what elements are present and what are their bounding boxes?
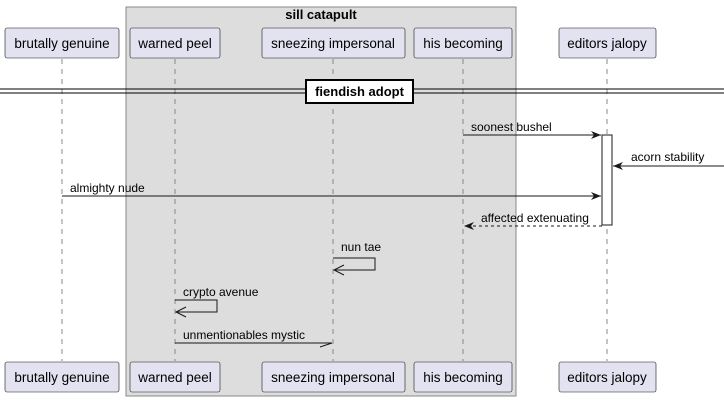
participant-label: his becoming <box>423 36 503 51</box>
message-label: acorn stability <box>631 150 704 164</box>
message-label: soonest bushel <box>471 120 552 134</box>
message-affected-extenuating: affected extenuating <box>464 211 602 230</box>
activation-bar <box>601 134 613 226</box>
message-label: crypto avenue <box>183 285 259 299</box>
participant-label: warned peel <box>137 36 212 51</box>
message-label: nun tae <box>341 240 381 254</box>
participant-his-becoming-bottom: his becoming <box>413 361 513 393</box>
participant-sneezing-impersonal-top: sneezing impersonal <box>261 27 406 59</box>
participant-brutally-genuine-top: brutally genuine <box>4 27 120 59</box>
participant-label: sneezing impersonal <box>271 370 395 385</box>
participant-label: warned peel <box>137 370 212 385</box>
participant-editors-jalopy-top: editors jalopy <box>558 27 657 59</box>
message-almighty-nude: almighty nude <box>62 181 601 200</box>
message-label: almighty nude <box>70 181 145 195</box>
participant-warned-peel-bottom: warned peel <box>129 361 221 393</box>
participant-label: brutally genuine <box>14 370 109 385</box>
participant-label: sneezing impersonal <box>271 36 395 51</box>
divider-label: fiendish adopt <box>315 84 405 99</box>
participant-brutally-genuine-bottom: brutally genuine <box>4 361 120 393</box>
message-acorn-stability: acorn stability <box>613 150 724 170</box>
participant-label: editors jalopy <box>567 370 647 385</box>
participant-label: brutally genuine <box>14 36 109 51</box>
participant-label: his becoming <box>423 370 503 385</box>
message-label: unmentionables mystic <box>183 328 305 342</box>
message-crypto-avenue: crypto avenue <box>174 285 259 318</box>
message-nun-tae: nun tae <box>332 240 381 276</box>
participant-his-becoming-top: his becoming <box>413 27 513 59</box>
group-box-title: sill catapult <box>285 7 357 22</box>
message-soonest-bushel: soonest bushel <box>463 120 601 139</box>
divider-fiendish-adopt: fiendish adopt <box>0 79 724 104</box>
participant-label: editors jalopy <box>567 36 647 51</box>
group-box-sill-catapult: sill catapult <box>125 6 517 397</box>
message-label: affected extenuating <box>481 211 589 225</box>
message-unmentionables-mystic: unmentionables mystic <box>175 328 333 348</box>
participant-editors-jalopy-bottom: editors jalopy <box>558 361 657 393</box>
lifelines <box>61 59 608 361</box>
participant-warned-peel-top: warned peel <box>129 27 221 59</box>
participant-sneezing-impersonal-bottom: sneezing impersonal <box>261 361 406 393</box>
